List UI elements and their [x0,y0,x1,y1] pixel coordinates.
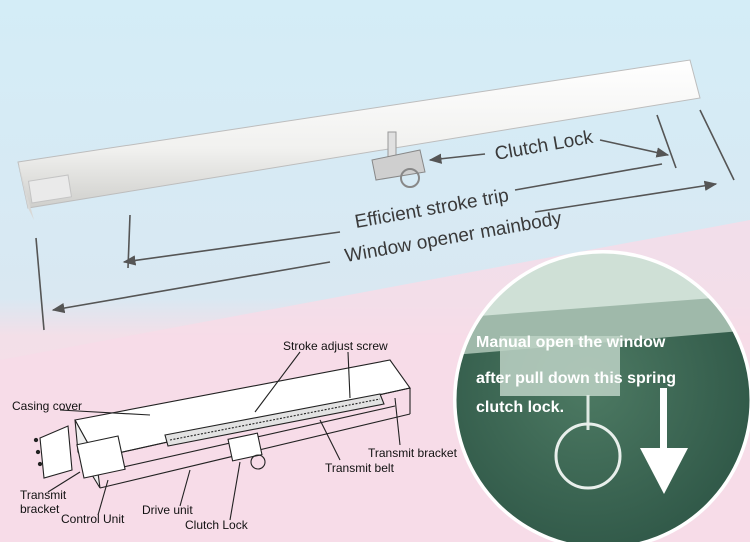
technical-diagram [33,351,411,521]
clutch-lock-inset [453,250,750,542]
label-transmit-bracket-left-line1: Transmit [20,488,67,502]
label-casing-cover: Casing cover [12,399,82,413]
label-drive-unit: Drive unit [142,503,193,517]
inset-caption-line-1: Manual open the window [476,334,666,351]
label-transmit-bracket-right: Transmit bracket [368,446,458,460]
label-stroke-adjust-screw: Stroke adjust screw [283,339,388,353]
dimension-lines [35,109,735,331]
clutch-lock-hardware [371,131,426,188]
label-clutch-lock-diagram: Clutch Lock [185,518,249,532]
label-transmit-belt: Transmit belt [325,461,395,475]
down-arrow-icon [640,388,688,494]
inset-caption-line-3: clutch lock. [476,399,564,416]
label-control-unit: Control Unit [61,512,125,526]
inset-caption-line-2: after pull down this spring [476,370,676,387]
product-label-sticker [27,174,73,204]
label-transmit-bracket-left-line2: bracket [20,502,60,516]
window-opener-mainbody [17,59,701,220]
